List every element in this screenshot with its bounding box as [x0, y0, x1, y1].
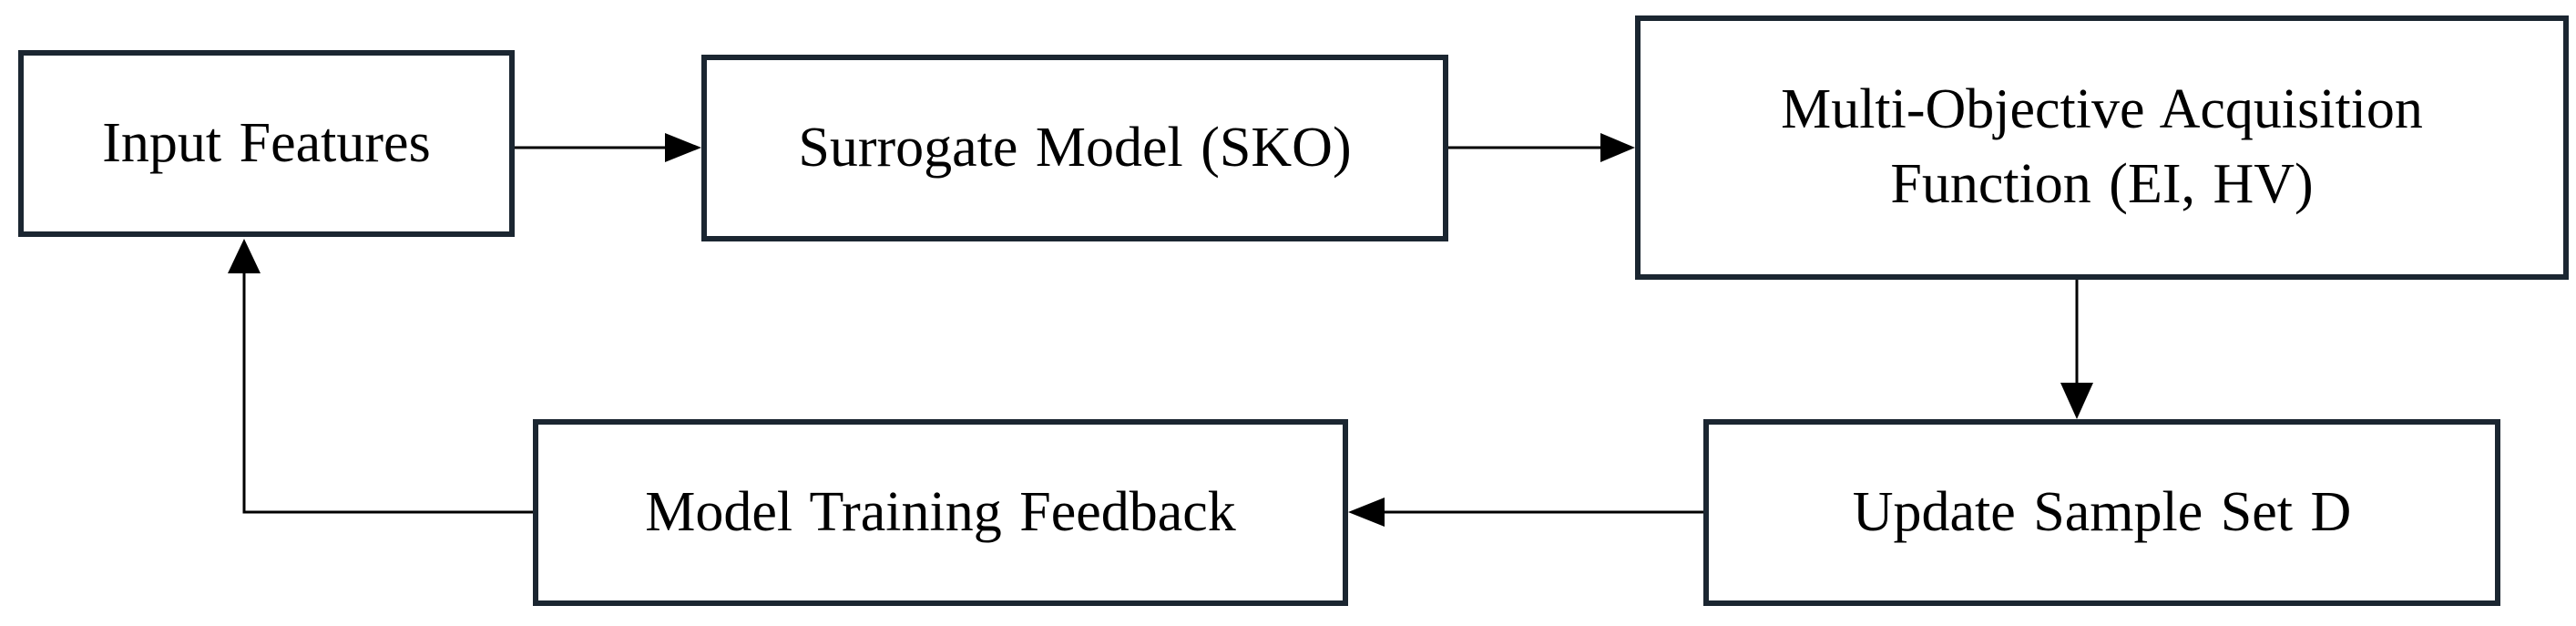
edge-input-to-surrogate: [515, 133, 701, 162]
edge-surrogate-to-acquisition: [1448, 133, 1635, 162]
node-acquisition-function-label-line-2: Function (EI, HV): [1890, 153, 2314, 215]
edge-acquisition-to-update: [2060, 280, 2093, 419]
node-model-training-feedback: Model Training Feedback: [533, 419, 1348, 606]
node-update-sample-set-label: Update Sample Set D: [1852, 480, 2352, 543]
edge-feedback-to-input: [228, 239, 533, 514]
node-update-sample-set: Update Sample Set D: [1703, 419, 2500, 606]
node-acquisition-function: Multi-Objective Acquisition Function (EI…: [1635, 15, 2569, 280]
node-model-training-feedback-label: Model Training Feedback: [645, 480, 1236, 543]
node-input-features-label: Input Features: [102, 111, 431, 174]
node-surrogate-model-label: Surrogate Model (SKO): [798, 116, 1352, 179]
node-input-features: Input Features: [18, 50, 515, 237]
edge-update-to-feedback: [1348, 498, 1703, 527]
node-acquisition-function-label-line-1: Multi-Objective Acquisition: [1781, 78, 2423, 141]
node-surrogate-model: Surrogate Model (SKO): [701, 55, 1448, 241]
